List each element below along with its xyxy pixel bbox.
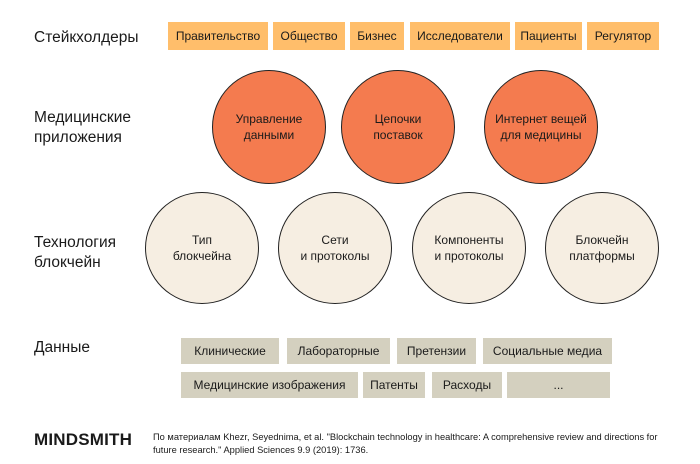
data-source-tag: Патенты: [363, 372, 425, 398]
data-source-tag: Клинические: [181, 338, 279, 364]
stakeholder-tag: Бизнес: [350, 22, 404, 50]
technology-circle: Тип блокчейна: [145, 192, 259, 304]
application-circle: Цепочки поставок: [341, 70, 455, 184]
row-label-stakeholders: Стейкхолдеры: [34, 29, 139, 46]
data-source-tag: Лабораторные: [287, 338, 390, 364]
data-source-tag: ...: [507, 372, 610, 398]
application-circle: Интернет вещей для медицины: [484, 70, 598, 184]
row-label-technology: Технология блокчейн: [34, 234, 117, 271]
application-circle: Управление данными: [212, 70, 326, 184]
data-source-tag: Расходы: [432, 372, 502, 398]
data-source-tag: Претензии: [397, 338, 476, 364]
row-label-applications: Медицинские приложения: [34, 109, 131, 146]
stakeholder-tag: Регулятор: [587, 22, 659, 50]
citation: По материалам Khezr, Seyednima, et al. "…: [153, 432, 658, 455]
mindsmith-logo: MINDSMITH: [34, 430, 133, 449]
data-source-tag: Медицинские изображения: [181, 372, 358, 398]
data-source-tag: Социальные медиа: [483, 338, 612, 364]
technology-circle: Сети и протоколы: [278, 192, 392, 304]
stakeholder-tag: Исследователи: [410, 22, 510, 50]
stakeholder-tag: Правительство: [168, 22, 268, 50]
technology-circle: Блокчейн платформы: [545, 192, 659, 304]
technology-circle: Компоненты и протоколы: [412, 192, 526, 304]
stakeholder-tag: Общество: [273, 22, 345, 50]
row-label-data: Данные: [34, 339, 90, 356]
stakeholder-tag: Пациенты: [515, 22, 582, 50]
